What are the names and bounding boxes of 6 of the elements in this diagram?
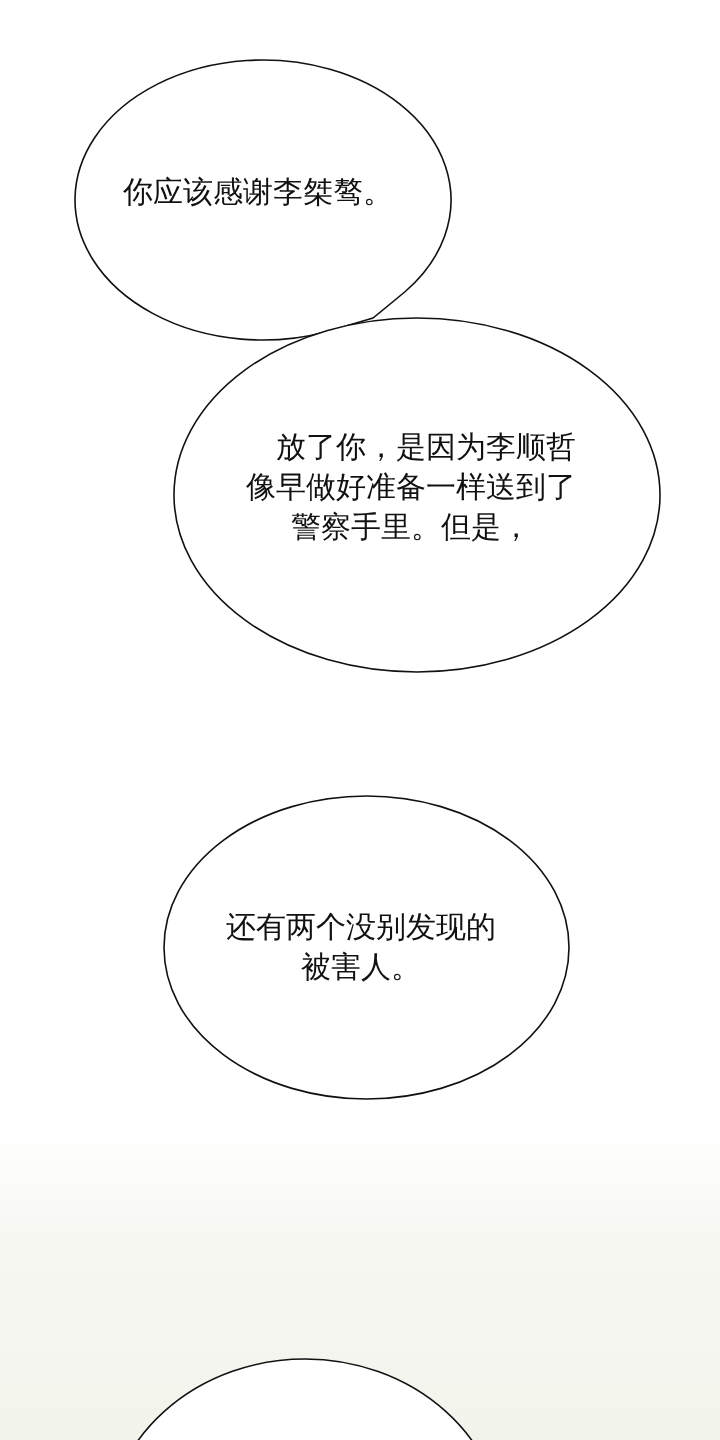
dialogue-text: 还有两个没别发现的被害人。 <box>225 908 497 986</box>
dialogue-text: 放了你，是因为李顺哲像早做好准备一样送到了警察手里。但是， <box>245 428 577 546</box>
speech-bubble <box>173 317 661 673</box>
speech-bubble <box>163 795 570 1100</box>
speech-bubble <box>75 60 451 340</box>
dialogue-text: 你应该感谢李桀骜。 <box>123 173 394 211</box>
